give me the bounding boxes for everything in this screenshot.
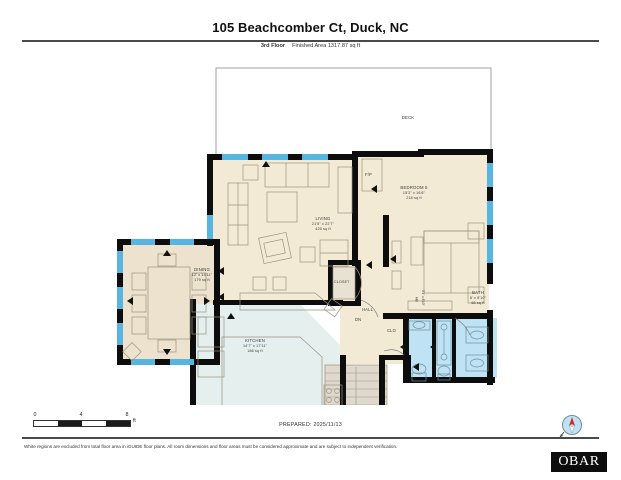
floor-plan-drawing: DECK LIVING 21'5" x 22'7" 425 sq ft DINI… bbox=[0, 55, 621, 405]
floor-plan-svg bbox=[117, 67, 497, 405]
kitchen-fixtures bbox=[197, 316, 343, 405]
scale-seg-2 bbox=[58, 421, 82, 426]
tag-down: DN bbox=[355, 317, 362, 322]
page-title: 105 Beachcomber Ct, Duck, NC bbox=[212, 20, 409, 35]
scale-seg-4 bbox=[106, 421, 130, 426]
scale-tick-8: 8 bbox=[125, 412, 129, 418]
scale-seg-1 bbox=[34, 421, 58, 426]
floor-label: 3rd Floor bbox=[260, 43, 286, 49]
scale-bar: 0 4 8 ft bbox=[33, 412, 136, 427]
fireplace-and-closet bbox=[332, 158, 383, 300]
footer-divider bbox=[22, 437, 599, 439]
scale-seg-3 bbox=[82, 421, 106, 426]
tag-half-bath-name: HB bbox=[414, 296, 419, 302]
disclaimer-text: White regions are excluded from total fl… bbox=[24, 444, 398, 449]
scale-tick-0: 0 bbox=[33, 412, 37, 418]
tag-half-bath-dims: 3'1" x 8'10" bbox=[421, 290, 425, 306]
view-direction-arrows bbox=[127, 161, 436, 371]
bath-fixtures bbox=[408, 320, 489, 382]
prepared-date: PREPARED: 2025/11/13 bbox=[279, 422, 342, 428]
header-divider bbox=[22, 40, 599, 42]
floor-fills bbox=[122, 153, 497, 405]
bedroom5-furniture bbox=[391, 222, 485, 311]
tag-fireplace: F/P bbox=[365, 172, 372, 177]
finished-area-label: Finished Area 1317.87 sq ft bbox=[292, 43, 361, 49]
scale-tick-4: 4 bbox=[79, 412, 83, 418]
door-swings bbox=[360, 299, 471, 356]
living-furniture bbox=[227, 162, 353, 318]
scale-unit-label: ft bbox=[133, 418, 136, 424]
tag-closet: CLOSET bbox=[334, 280, 350, 284]
scale-bar-graphic bbox=[33, 420, 131, 427]
tag-hall: HALL bbox=[362, 307, 374, 312]
obar-logo: OBAR bbox=[551, 452, 607, 472]
tag-clo: CLO bbox=[387, 328, 397, 333]
compass-rose-icon bbox=[556, 412, 586, 442]
floor-subtitle: 3rd Floor Finished Area 1317.87 sq ft bbox=[0, 43, 621, 49]
windows bbox=[117, 154, 493, 365]
